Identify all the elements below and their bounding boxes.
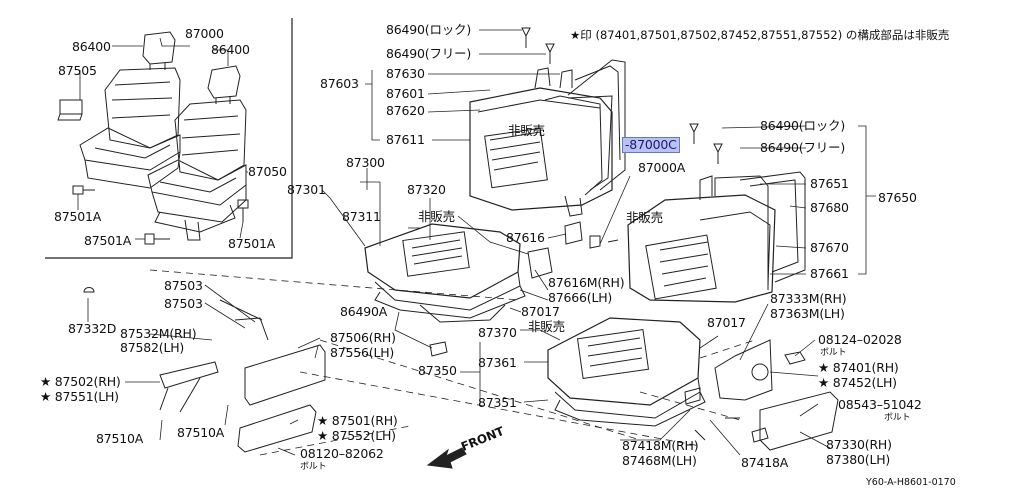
hardware [159, 221, 839, 453]
part-label-87510a: 87510A [177, 425, 225, 440]
part-label-87351: 87351 [478, 395, 517, 410]
part-label-87468m: 87468M(LH) [622, 453, 697, 468]
inset-seat-left [57, 31, 181, 189]
part-label-bolt: ボルト [300, 462, 327, 472]
part-label-87510a: 87510A [96, 431, 144, 446]
part-label-87017: 87017 [521, 304, 560, 319]
part-label-87502: ★ 87502(RH) [40, 374, 121, 389]
part-label-87556: 87556(LH) [330, 345, 395, 360]
part-label-87630: 87630 [386, 66, 425, 81]
part-label-86490-lock-right: 86490(ロック) [760, 118, 846, 133]
part-label-87552: ★ 87552(LH) [317, 428, 396, 443]
part-label-87501-rh: ★ 87501(RH) [317, 413, 398, 428]
part-label-87551: ★ 87551(LH) [40, 389, 119, 404]
part-label-87616: 87616 [506, 230, 545, 245]
leader-lines [87, 29, 876, 456]
seat-back-left [469, 59, 626, 217]
non-sale-label: 非販売 [626, 210, 663, 225]
pins [83, 27, 723, 293]
part-label-87000: 87000 [185, 26, 224, 41]
part-label-87601: 87601 [386, 86, 425, 101]
part-label-87000a: 87000A [638, 160, 686, 175]
part-label-87532m: 87532M(RH) [120, 326, 197, 341]
part-label-87363m: 87363M(LH) [770, 306, 845, 321]
diagram-code: Y60-A-H8601-0170 [866, 477, 956, 488]
part-label-87680: 87680 [810, 200, 849, 215]
part-label-87650: 87650 [878, 190, 917, 205]
front-arrow [426, 447, 467, 469]
dashed-lines [149, 269, 756, 456]
part-label-87503: 87503 [164, 278, 203, 293]
part-label-87370: 87370 [478, 325, 517, 340]
part-label-87616m: 87616M(RH) [548, 275, 625, 290]
part-label-86400: 86400 [72, 39, 111, 54]
part-label-87501a: 87501A [54, 209, 102, 224]
part-label-87501a: 87501A [84, 233, 132, 248]
part-label-86490a: 86490A [340, 304, 388, 319]
part-label-87332d: 87332D [68, 321, 117, 336]
part-label-87506: 87506(RH) [330, 330, 396, 345]
part-label-87452: ★ 87452(LH) [818, 375, 897, 390]
part-label-87380: 87380(LH) [826, 452, 891, 467]
inset-leaders [77, 37, 248, 240]
non-sale-label: 非販売 [418, 209, 455, 224]
inset-seat-right [147, 65, 247, 241]
part-label-87333m: 87333M(RH) [770, 291, 847, 306]
part-label-87620: 87620 [386, 103, 425, 118]
part-label-87401: ★ 87401(RH) [818, 360, 899, 375]
part-label-08124: 08124–02028 [818, 332, 902, 347]
part-label-bolt: ボルト [884, 413, 911, 423]
non-sale-label: 非販売 [508, 123, 545, 138]
part-label-87501a: 87501A [228, 236, 276, 251]
part-label-87603: 87603 [320, 76, 359, 91]
part-label-87418a: 87418A [741, 455, 789, 470]
part-label-87651: 87651 [810, 176, 849, 191]
part-label-86400: 86400 [211, 42, 250, 57]
part-label-08543: 08543–51042 [838, 397, 922, 412]
part-label-87361: 87361 [478, 355, 517, 370]
seat-cushion-left [364, 223, 526, 323]
part-label-87000c-highlighted[interactable]: -87000C [622, 137, 680, 153]
part-label-08120: 08120–82062 [300, 446, 384, 461]
part-label-87017: 87017 [707, 315, 746, 330]
header-note: ★印 (87401,87501,87502,87452,87551,87552)… [570, 28, 950, 42]
part-label-87311: 87311 [342, 209, 381, 224]
part-label-87670: 87670 [810, 240, 849, 255]
seat-cushion-right [547, 317, 706, 427]
part-label-87418m: 87418M(RH) [622, 438, 699, 453]
part-label-87582: 87582(LH) [120, 340, 185, 355]
part-label-87666: 87666(LH) [548, 290, 613, 305]
part-label-87050: 87050 [248, 164, 287, 179]
part-label-87611: 87611 [386, 132, 425, 147]
part-label-86490-lock: 86490(ロック) [386, 22, 472, 37]
part-label-86490-free-right: 86490(フリー) [760, 140, 846, 155]
part-label-bolt: ボルト [820, 348, 847, 358]
part-label-86490-free: 86490(フリー) [386, 46, 472, 61]
part-label-87505: 87505 [58, 63, 97, 78]
part-label-87661: 87661 [810, 266, 849, 281]
inset-frame [45, 18, 293, 259]
part-label-87503: 87503 [164, 296, 203, 311]
part-label-87320: 87320 [407, 182, 446, 197]
part-label-87350: 87350 [418, 363, 457, 378]
part-label-87300: 87300 [346, 155, 385, 170]
part-label-87330: 87330(RH) [826, 437, 892, 452]
part-label-87301: 87301 [287, 182, 326, 197]
seat-back-right [627, 171, 806, 303]
non-sale-label: 非販売 [528, 319, 565, 334]
